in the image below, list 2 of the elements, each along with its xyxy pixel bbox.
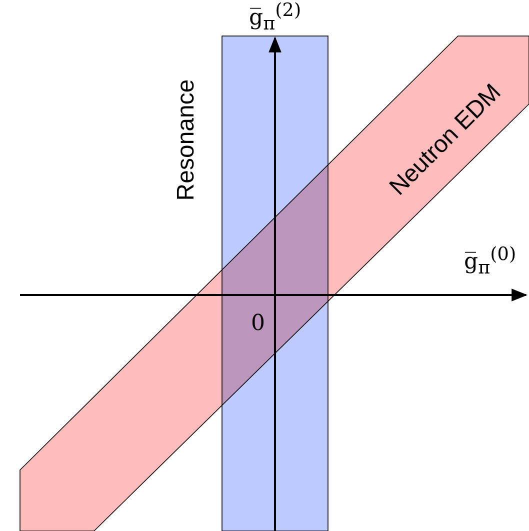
origin-label: 0 bbox=[251, 313, 265, 335]
band-label: Resonance bbox=[174, 79, 198, 201]
